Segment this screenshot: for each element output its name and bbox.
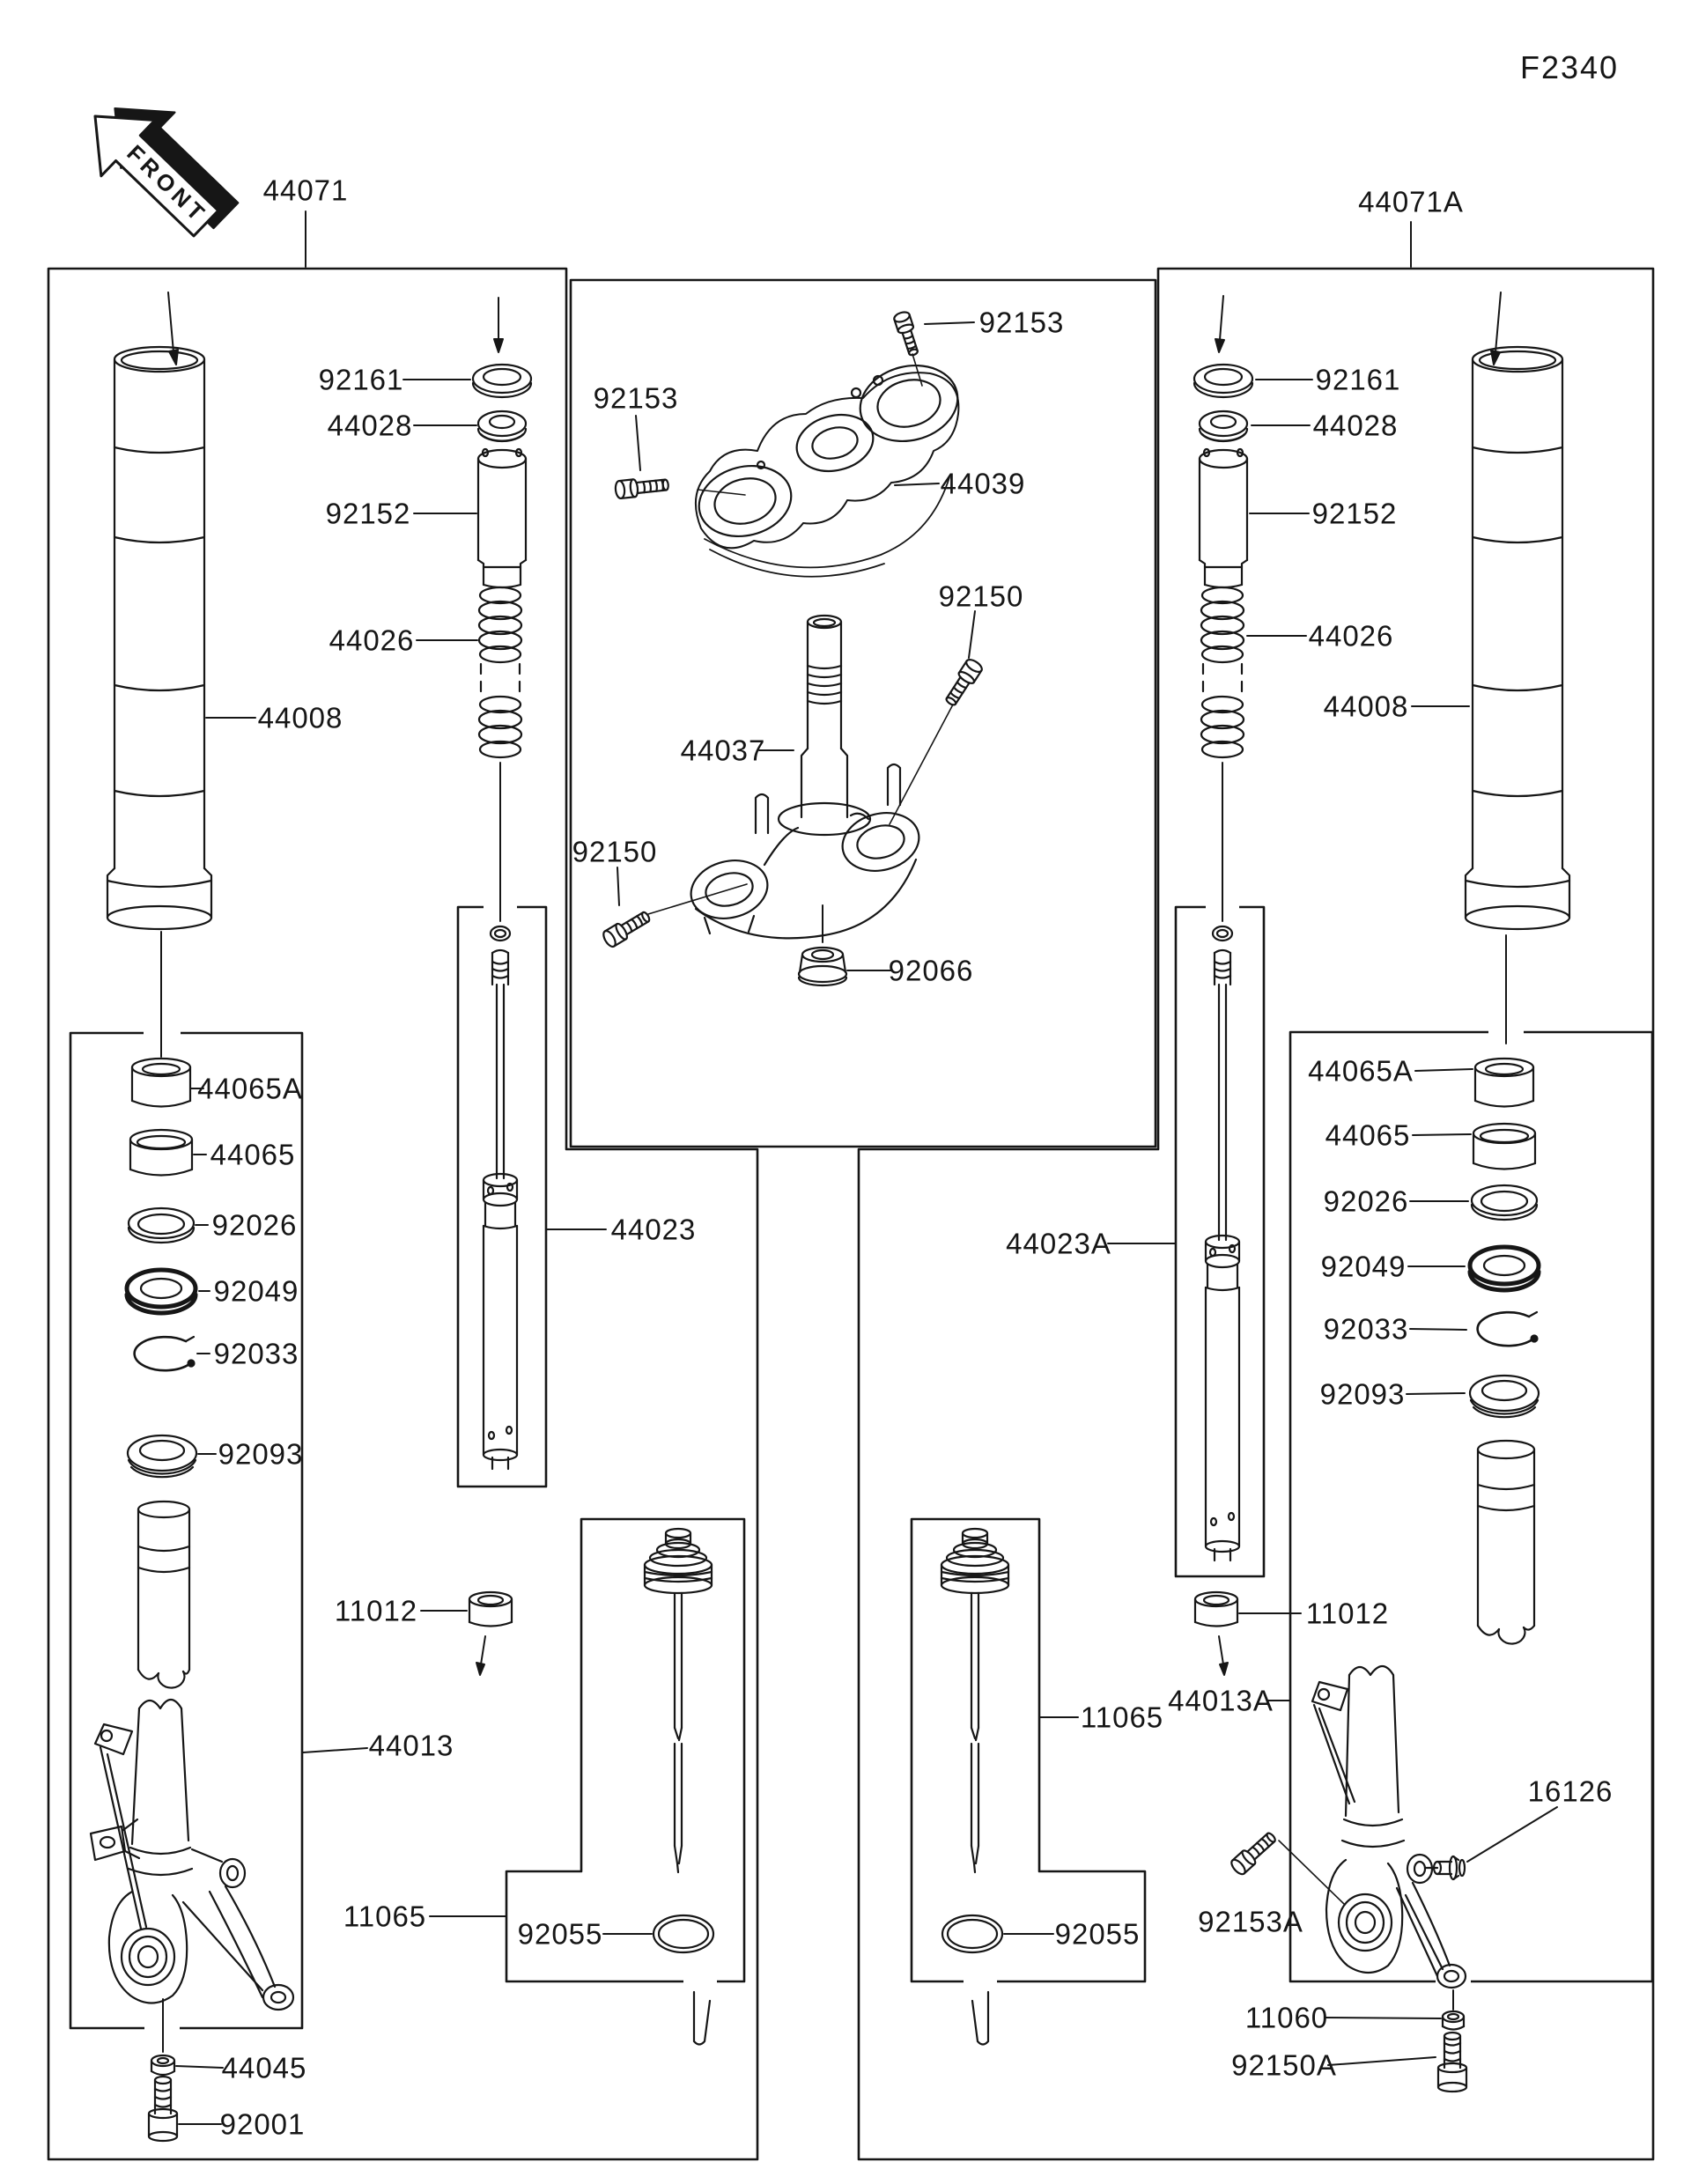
right-lower-leg-drawing	[1311, 1439, 1536, 1989]
left-fork-cap-box	[505, 1517, 746, 1983]
part-label-92033-right: 92033	[1323, 1312, 1409, 1346]
left-lower-leg-drawing	[89, 1500, 295, 2011]
left-guide-bushing-11012	[468, 1590, 513, 1627]
part-label-44028-left: 44028	[327, 409, 413, 442]
part-label-44071-left: 44071	[262, 173, 349, 207]
steering-stem-drawing	[690, 614, 920, 940]
part-label-92026-left: 92026	[211, 1208, 298, 1242]
part-label-11012-right: 11012	[1305, 1597, 1390, 1630]
bolt-92153-top	[893, 311, 919, 357]
right-fork-assembly-box	[857, 267, 1655, 2161]
part-label-92150-top: 92150	[938, 579, 1024, 613]
left-top-parts-column	[471, 363, 533, 759]
part-label-44028-right: 44028	[1312, 409, 1399, 442]
part-label-44008-left: 44008	[257, 701, 343, 734]
part-label-92049-left: 92049	[213, 1274, 299, 1308]
part-label-44026-left: 44026	[329, 623, 415, 657]
center-steering-stem-box	[569, 278, 1157, 1148]
part-label-44039: 44039	[940, 467, 1026, 500]
part-label-92033-left: 92033	[213, 1337, 299, 1370]
part-label-92055-left: 92055	[517, 1917, 603, 1951]
part-label-92055-right: 92055	[1054, 1917, 1141, 1951]
part-label-44026-right: 44026	[1308, 619, 1394, 653]
part-label-44065-right: 44065	[1325, 1118, 1411, 1152]
part-label-11065-left: 11065	[343, 1900, 427, 1933]
bolt-92153-left	[614, 478, 669, 500]
part-label-44071A-right: 44071A	[1358, 185, 1464, 218]
right-fork-cap-box	[910, 1517, 1147, 1983]
bolt-92150-bottom-left	[602, 911, 651, 948]
part-label-92161-right: 92161	[1315, 363, 1401, 396]
part-label-92049-right: 92049	[1320, 1250, 1407, 1283]
left-seal-stack-parts	[124, 1057, 198, 1479]
left-bottom-fasteners	[147, 2054, 179, 2143]
part-label-44008-right: 44008	[1323, 690, 1409, 723]
right-seal-group-box	[1289, 1030, 1654, 1983]
top-triple-clamp-drawing	[695, 364, 960, 578]
part-label-44023-left: 44023	[610, 1213, 697, 1246]
left-seal-group-box	[69, 1031, 304, 2030]
part-label-44013A-right: 44013A	[1168, 1684, 1274, 1717]
part-label-11012-left: 11012	[334, 1594, 418, 1627]
left-outer-tube-drawing	[106, 345, 213, 931]
right-guide-bushing-11012	[1193, 1590, 1239, 1627]
part-label-92161-left: 92161	[318, 363, 404, 396]
stem-head-cap-92066	[797, 946, 848, 987]
part-label-92150A: 92150A	[1231, 2048, 1337, 2082]
part-label-92153-top: 92153	[978, 306, 1065, 339]
part-label-92026-right: 92026	[1323, 1184, 1409, 1218]
part-label-11065-right: 11065	[1080, 1701, 1164, 1734]
right-damper-rod-drawing	[1204, 925, 1241, 1562]
part-label-92093-left: 92093	[218, 1437, 304, 1471]
part-label-44065A-right: 44065A	[1308, 1054, 1414, 1088]
left-fork-cap-assembly	[643, 1527, 715, 2046]
part-label-92153A: 92153A	[1198, 1905, 1303, 1938]
part-label-92150-bottom: 92150	[572, 835, 658, 868]
bolt-92150-top-right	[945, 659, 983, 706]
part-label-16126: 16126	[1527, 1774, 1613, 1808]
right-outer-tube-drawing	[1464, 345, 1571, 931]
left-inner-tube-box	[456, 905, 548, 1488]
part-label-44045: 44045	[221, 2051, 307, 2084]
part-label-44065-left: 44065	[210, 1138, 296, 1171]
part-label-92152-right: 92152	[1311, 497, 1398, 530]
part-label-44023A-right: 44023A	[1006, 1227, 1111, 1260]
right-bottom-fasteners	[1436, 2010, 1468, 2093]
air-bleeder-16126	[1423, 1855, 1466, 1881]
part-label-11060: 11060	[1244, 2001, 1329, 2034]
leader-lines	[160, 210, 1558, 2125]
right-fork-cap-assembly	[940, 1527, 1010, 2046]
part-label-44065A-left: 44065A	[197, 1072, 303, 1105]
bolt-92153A	[1230, 1832, 1276, 1876]
page-code: F2340	[1519, 49, 1620, 85]
part-label-92153-left: 92153	[593, 381, 679, 415]
left-damper-rod-drawing	[482, 925, 519, 1471]
right-seal-stack-parts	[1467, 1057, 1541, 1419]
right-top-parts-column	[1193, 363, 1254, 759]
part-label-92066: 92066	[888, 954, 974, 987]
part-label-92001: 92001	[219, 2107, 306, 2141]
part-label-92152-left: 92152	[325, 497, 411, 530]
part-label-44013-left: 44013	[368, 1729, 454, 1762]
front-direction-arrow	[93, 107, 240, 238]
part-label-44037: 44037	[680, 734, 766, 767]
part-label-92093-right: 92093	[1319, 1377, 1406, 1411]
